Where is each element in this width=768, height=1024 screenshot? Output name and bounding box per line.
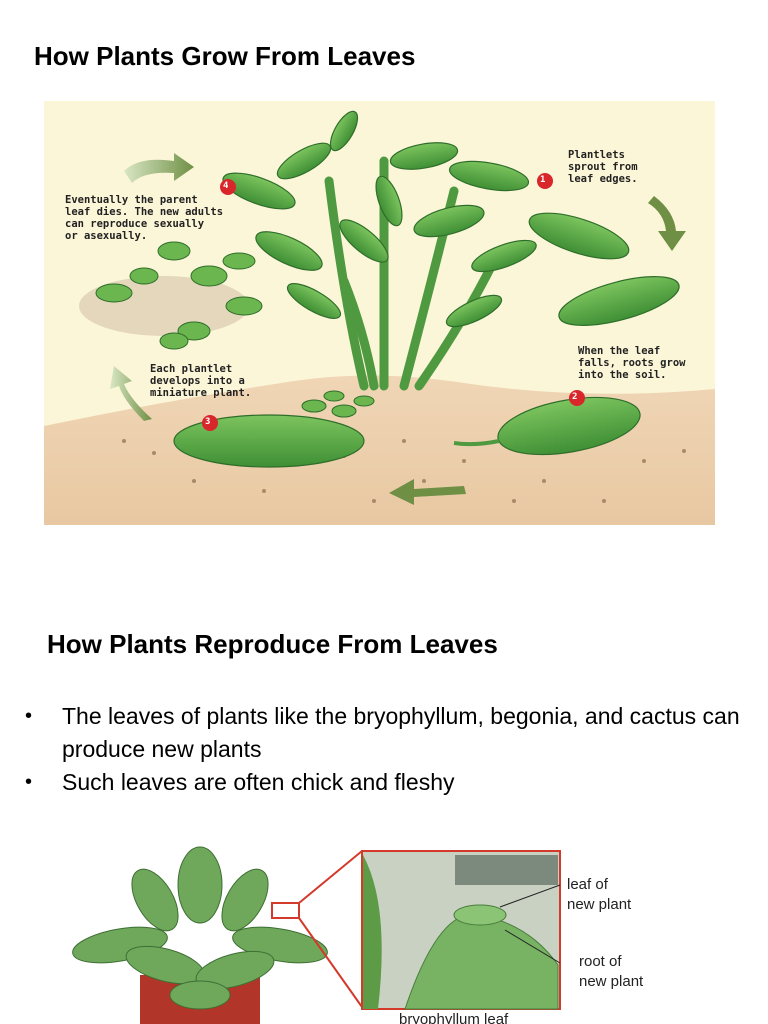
- growth-cycle-drawing: [44, 110, 715, 525]
- step-2-marker: [569, 390, 585, 406]
- section-title-grow: How Plants Grow From Leaves: [34, 41, 416, 71]
- step-2-caption: When the leaf falls, roots grow into the…: [578, 345, 686, 381]
- list-item: • The leaves of plants like the bryophyl…: [22, 700, 752, 766]
- bullet-icon: •: [25, 771, 33, 793]
- step-4-number: 4: [223, 181, 229, 191]
- bullet-text: The leaves of plants like the bryophyllu…: [62, 703, 740, 762]
- step-3-marker: [202, 415, 218, 431]
- step-1-number: 1: [540, 175, 546, 185]
- potted-plant: [72, 846, 328, 1024]
- step-2-number: 2: [572, 392, 578, 402]
- label-root-of-new-plant: root of new plant: [579, 953, 644, 990]
- step-4-marker: [220, 179, 236, 195]
- step-1-caption: Plantlets sprout from leaf edges.: [568, 149, 638, 185]
- arrow-to-step4: [110, 366, 152, 421]
- bullet-icon: •: [25, 705, 33, 727]
- arrow-to-step1: [124, 153, 194, 183]
- bryophyllum-figure: leaf of new plant root of new plant bryo…: [60, 845, 760, 1024]
- bryophyllum-drawing: [72, 846, 561, 1024]
- step-3-caption: Each plantlet develops into a miniature …: [150, 363, 252, 399]
- arrow-to-step2: [648, 196, 686, 251]
- soil-mound: [44, 375, 715, 525]
- plant-growth-illustration: 1 2 3 4 Plantlets sprout from leaf edges…: [44, 101, 715, 525]
- arrow-to-step3: [389, 479, 466, 505]
- step-1-marker: [537, 173, 553, 189]
- step-3-number: 3: [205, 417, 211, 427]
- bullet-list: • The leaves of plants like the bryophyl…: [22, 700, 752, 799]
- bullet-text: Such leaves are often chick and fleshy: [62, 769, 455, 795]
- figure-caption: bryophyllum leaf: [399, 1011, 509, 1024]
- list-item: • Such leaves are often chick and fleshy: [22, 766, 752, 799]
- label-leaf-of-new-plant: leaf of new plant: [567, 876, 632, 913]
- section-title-reproduce: How Plants Reproduce From Leaves: [47, 629, 498, 659]
- step-4-caption: Eventually the parent leaf dies. The new…: [65, 194, 224, 242]
